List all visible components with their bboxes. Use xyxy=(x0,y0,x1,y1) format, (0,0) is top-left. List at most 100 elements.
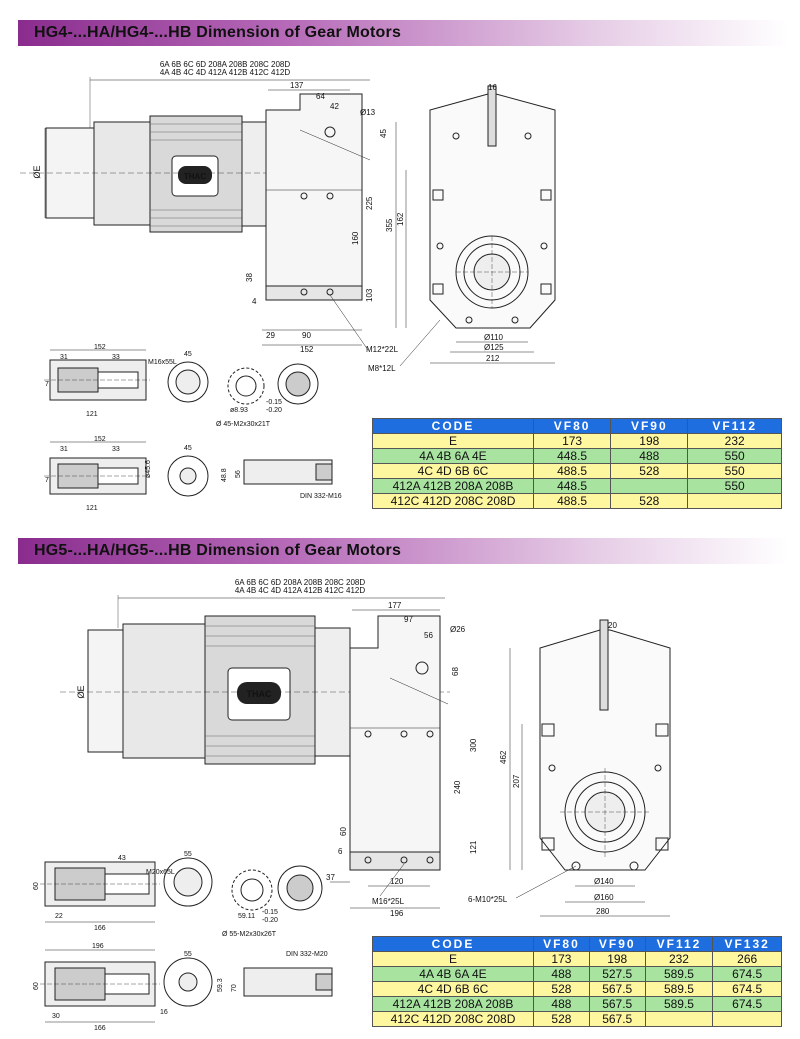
hg5-shaft-015: -0.15 xyxy=(262,909,278,916)
hg4-dim-103: 103 xyxy=(365,288,374,302)
table-cell: 412C 412D 208C 208D xyxy=(372,493,534,509)
table-cell: 488 xyxy=(533,966,590,982)
hg5-dim-68: 68 xyxy=(451,667,460,676)
hg5-dim-56: 56 xyxy=(424,631,433,640)
hg4-dim-162: 162 xyxy=(396,212,405,226)
table-cell: 567.5 xyxy=(588,996,646,1012)
hg4-shaft-detail-1 xyxy=(44,359,150,401)
hg4-shaft-45a: 45 xyxy=(184,351,192,358)
hg4-shaft-7a: 7 xyxy=(45,381,49,388)
table-cell: 567.5 xyxy=(588,981,646,997)
section-title-hg4: HG4-...HA/HG4-...HB Dimension of Gear Mo… xyxy=(34,24,402,41)
hg4-dim-225: 225 xyxy=(365,196,374,210)
hg4-front-view xyxy=(429,85,556,329)
hg4-dim-355: 355 xyxy=(385,218,394,232)
hg5-thac-logo: THAC xyxy=(247,689,272,699)
hg5-motor-codes-2: 4A 4B 4C 4D 412A 412B 412C 412D xyxy=(235,586,366,595)
table-cell: 448.5 xyxy=(532,448,612,464)
hg5-shaft-30: 30 xyxy=(52,1013,60,1020)
hg4-dim-125: Ø125 xyxy=(484,343,504,352)
hg5-dim-300: 300 xyxy=(469,738,478,752)
table-row: 412C 412D 208C 208D 488.5 528 xyxy=(372,493,782,509)
hg5-drawing: 6A 6B 6C 6D 208A 208B 208C 208D 4A 4B 4C… xyxy=(33,578,671,1032)
hg5-dim-207: 207 xyxy=(512,774,521,788)
table-cell xyxy=(687,493,782,509)
table-cell: E xyxy=(372,433,534,449)
hg4-header-vf80: VF80 xyxy=(532,418,612,434)
table-cell: 567.5 xyxy=(588,1011,646,1027)
table-row: 412C 412D 208C 208D 528 567.5 xyxy=(372,1011,782,1027)
table-cell: 448.5 xyxy=(532,478,612,494)
hg4-shaft-m16: M16x55L xyxy=(148,359,177,366)
table-cell: 589.5 xyxy=(644,966,714,982)
hg4-motor-side-view: THAC xyxy=(20,115,300,233)
hg5-dim-280: 280 xyxy=(596,907,610,916)
hg4-dim-29: 29 xyxy=(266,331,275,340)
hg5-shaft-020: -0.20 xyxy=(262,917,278,924)
hg5-dim-120: 120 xyxy=(390,877,404,886)
hg4-shaft-33b: 33 xyxy=(112,446,120,453)
hg4-shaft-din: DIN 332-M16 xyxy=(300,493,342,500)
hg5-shaft-spline: Ø 55-M2x30x26T xyxy=(222,931,277,938)
table-cell: 550 xyxy=(687,478,782,494)
section-title-hg5: HG5-...HA/HG5-...HB Dimension of Gear Mo… xyxy=(34,542,402,559)
table-cell: 528 xyxy=(533,981,590,997)
hg4-dim-137: 137 xyxy=(290,81,304,90)
hg5-dim-60: 60 xyxy=(339,827,348,836)
hg5-dim-121: 121 xyxy=(469,840,478,854)
hg4-shaft-33a: 33 xyxy=(112,354,120,361)
hg5-dim-160: Ø160 xyxy=(594,893,614,902)
table-cell: 198 xyxy=(588,951,646,967)
hg5-dim-196: 196 xyxy=(390,909,404,918)
table-cell: 266 xyxy=(712,951,782,967)
table-cell: 4C 4D 6B 6C xyxy=(372,981,534,997)
table-row: 4C 4D 6B 6C 528 567.5 589.5 674.5 xyxy=(372,981,782,997)
hg4-motor-codes-1: 6A 6B 6C 6D 208A 208B 208C 208D xyxy=(160,60,291,69)
hg5-shaft-43: 43 xyxy=(118,855,126,862)
hg5-dim-140: Ø140 xyxy=(594,877,614,886)
hg4-dim-160: 160 xyxy=(351,231,360,245)
table-row: E 173 198 232 xyxy=(372,433,782,449)
table-cell: 674.5 xyxy=(712,981,782,997)
hg5-dim-20: 20 xyxy=(608,621,617,630)
hg4-dim-90: 90 xyxy=(302,331,311,340)
hg4-shaft-detail-2 xyxy=(44,457,150,495)
table-row: 4A 4B 6A 4E 448.5 488 550 xyxy=(372,448,782,464)
hg4-dim-64: 64 xyxy=(316,92,325,101)
table-cell: 198 xyxy=(610,433,689,449)
section-header-hg4: HG4-...HA/HG4-...HB Dimension of Gear Mo… xyxy=(18,20,788,46)
hg5-gearbox-side xyxy=(349,615,449,871)
hg5-dim-240: 240 xyxy=(453,780,462,794)
table-row: E 173 198 232 266 xyxy=(372,951,782,967)
hg5-header-vf80: VF80 xyxy=(533,936,590,952)
hg4-dim-110: Ø110 xyxy=(484,333,504,342)
hg4-shaft-121b: 121 xyxy=(86,505,98,512)
hg4-dim-16: 16 xyxy=(488,83,497,92)
table-cell: 488.5 xyxy=(532,493,612,509)
hg5-shaft-55b: 55 xyxy=(184,951,192,958)
hg4-shaft-893: ø8.93 xyxy=(230,407,248,414)
table-cell xyxy=(712,1011,782,1027)
hg4-motor-codes-2: 4A 4B 4C 4D 412A 412B 412C 412D xyxy=(160,68,291,77)
hg4-header-vf90: VF90 xyxy=(610,418,689,434)
hg5-header-vf112: VF112 xyxy=(644,936,714,952)
hg4-drawing: 6A 6B 6C 6D 208A 208B 208C 208D 4A 4B 4C… xyxy=(20,60,556,512)
hg4-dim-m12: M12*22L xyxy=(366,345,399,354)
hg4-shaft-spline: Ø 45-M2x30x21T xyxy=(216,421,271,428)
table-cell: 173 xyxy=(532,433,612,449)
hg4-dim-212: 212 xyxy=(486,354,500,363)
hg5-header-vf132: VF132 xyxy=(712,936,782,952)
table-cell: 528 xyxy=(610,493,689,509)
table-cell: 232 xyxy=(644,951,714,967)
hg5-shaft-166b: 166 xyxy=(94,1025,106,1032)
table-cell: 488 xyxy=(533,996,590,1012)
table-cell: 528 xyxy=(610,463,689,479)
table-cell: 674.5 xyxy=(712,996,782,1012)
hg5-dim-m16: M16*25L xyxy=(372,897,405,906)
hg4-shaft-152b: 152 xyxy=(94,436,106,443)
hg5-shaft-detail-2 xyxy=(40,961,160,1007)
table-cell xyxy=(644,1011,714,1027)
table-row: 412A 412B 208A 208B 448.5 550 xyxy=(372,478,782,494)
hg4-shaft-31a: 31 xyxy=(60,354,68,361)
hg5-dim-97: 97 xyxy=(404,615,413,624)
